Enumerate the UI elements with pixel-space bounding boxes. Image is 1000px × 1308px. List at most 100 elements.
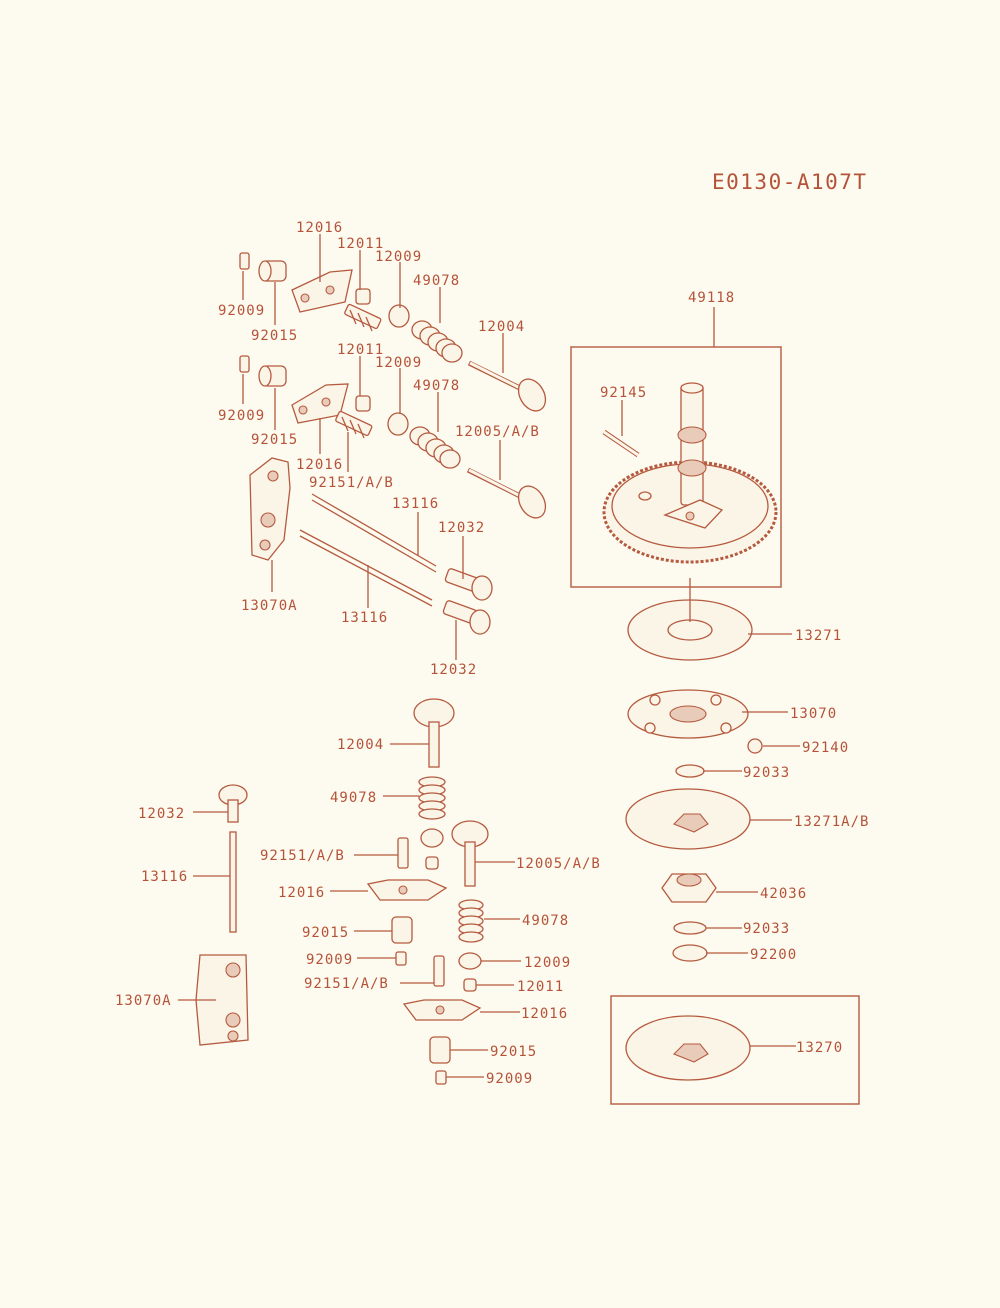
label-92151-a-b: 92151/A/B	[304, 976, 389, 992]
valve-spring-part	[409, 426, 461, 469]
label-12032: 12032	[430, 662, 477, 678]
exhaust-valve-part	[466, 467, 547, 519]
label-92009: 92009	[486, 1071, 533, 1087]
push-rod-guide-lower	[195, 954, 249, 1046]
label-12016: 12016	[296, 457, 343, 473]
rocker-arm-part	[366, 879, 448, 901]
push-rod-part	[229, 831, 237, 933]
label-49078: 49078	[522, 913, 569, 929]
label-49078: 49078	[413, 378, 460, 394]
adjust-nut-part	[239, 252, 250, 270]
spring-retainer-part	[420, 828, 444, 848]
rocker-ball-stud-part	[397, 837, 409, 869]
label-13116: 13116	[141, 869, 188, 885]
label-12032: 12032	[438, 520, 485, 536]
label-49118: 49118	[688, 290, 735, 306]
intake-valve-part	[413, 698, 455, 768]
label-92200: 92200	[750, 947, 797, 963]
label-13271-a-b: 13271A/B	[794, 814, 869, 830]
rocker-ball-stud-part	[433, 955, 445, 987]
governor-cup-alt-part	[625, 1015, 751, 1081]
pivot-nut-part	[258, 365, 287, 387]
label-92151-a-b: 92151/A/B	[309, 475, 394, 491]
label-92140: 92140	[802, 740, 849, 756]
camshaft-gear-part	[602, 382, 778, 564]
label-12005-a-b: 12005/A/B	[516, 856, 601, 872]
washer-part	[672, 944, 708, 962]
label-13070a: 13070A	[241, 598, 298, 614]
rocker-arm-part	[291, 269, 353, 313]
label-12011: 12011	[337, 342, 384, 358]
part-number-labels: 12016 12011 12009 49078 92009 92015 1200…	[115, 220, 869, 1087]
intake-valve-part	[467, 360, 547, 412]
governor-weight-holder-part	[627, 689, 749, 739]
label-42036: 42036	[760, 886, 807, 902]
governor-cup-part	[625, 788, 751, 850]
label-13270: 13270	[796, 1040, 843, 1056]
rocker-stud-part	[463, 978, 477, 992]
pivot-nut-part	[429, 1036, 451, 1064]
label-92009: 92009	[306, 952, 353, 968]
label-12009: 12009	[524, 955, 571, 971]
label-92151-a-b: 92151/A/B	[260, 848, 345, 864]
label-12032: 12032	[138, 806, 185, 822]
tappet-part	[218, 784, 248, 823]
diagram-code: E0130-A107T	[712, 170, 868, 194]
adjust-nut-part	[239, 355, 250, 373]
label-92015: 92015	[302, 925, 349, 941]
leader-lines	[178, 234, 800, 1078]
label-12004: 12004	[337, 737, 384, 753]
label-92015: 92015	[251, 328, 298, 344]
label-12016: 12016	[296, 220, 343, 236]
spring-pin-part	[602, 429, 640, 458]
rocker-stud-part	[425, 856, 439, 870]
rocker-stud-part	[355, 395, 371, 412]
label-92015: 92015	[490, 1044, 537, 1060]
label-12011: 12011	[517, 979, 564, 995]
label-12016: 12016	[278, 885, 325, 901]
rocker-assembly-lower	[239, 355, 547, 519]
pivot-nut-part	[391, 916, 413, 944]
rocker-ball-stud-part	[335, 410, 373, 439]
exhaust-valve-part	[451, 820, 489, 887]
bearing-part	[661, 873, 717, 903]
adjust-nut-part	[395, 951, 407, 966]
valve-spring-part	[411, 320, 463, 363]
pivot-nut-part	[258, 260, 287, 282]
circlip-part	[673, 921, 707, 935]
steel-ball-part	[747, 738, 763, 754]
label-12009: 12009	[375, 355, 422, 371]
valve-spring-part	[458, 899, 484, 943]
label-13271: 13271	[795, 628, 842, 644]
label-12005-a-b: 12005/A/B	[455, 424, 540, 440]
rocker-assembly-upper	[239, 252, 547, 412]
label-92009: 92009	[218, 408, 265, 424]
label-92009: 92009	[218, 303, 265, 319]
label-12011: 12011	[337, 236, 384, 252]
valve-spring-part	[418, 776, 446, 820]
label-13116: 13116	[341, 610, 388, 626]
rocker-stud-part	[355, 288, 371, 305]
camshaft-assembly-box	[570, 346, 782, 588]
label-13070a: 13070A	[115, 993, 172, 1009]
circlip-part	[675, 764, 705, 778]
push-rod-guide-upper	[249, 457, 291, 561]
spring-retainer-part	[458, 952, 482, 970]
tappet-part	[444, 568, 493, 601]
label-12009: 12009	[375, 249, 422, 265]
adjust-nut-part	[435, 1070, 447, 1085]
label-13070: 13070	[790, 706, 837, 722]
label-92033: 92033	[743, 921, 790, 937]
label-49078: 49078	[330, 790, 377, 806]
label-92145: 92145	[600, 385, 647, 401]
rocker-arm-part	[402, 999, 482, 1021]
label-92015: 92015	[251, 432, 298, 448]
push-rods-upper	[299, 493, 493, 635]
label-12004: 12004	[478, 319, 525, 335]
label-49078: 49078	[413, 273, 460, 289]
rocker-ball-stud-part	[344, 303, 382, 332]
spring-retainer-part	[388, 304, 410, 328]
label-12016: 12016	[521, 1006, 568, 1022]
